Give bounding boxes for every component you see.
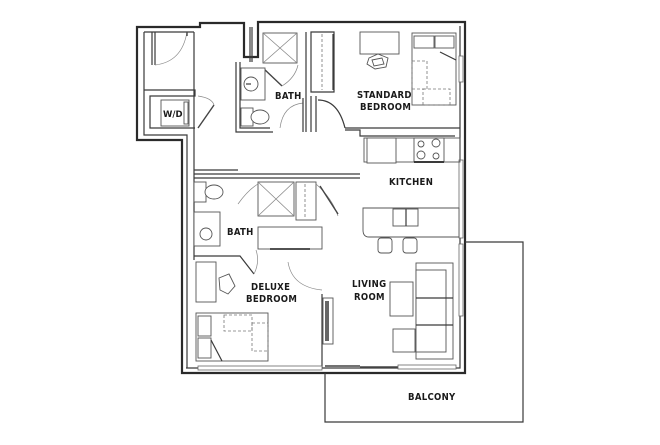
side-table bbox=[392, 328, 416, 353]
coffee-table bbox=[389, 281, 414, 317]
room-label-bath-lower: BATH bbox=[227, 227, 254, 238]
room-label-deluxe-line2: BEDROOM bbox=[246, 294, 297, 305]
toilet-lower bbox=[204, 184, 224, 200]
bar-stool-2 bbox=[402, 237, 418, 254]
room-label-balcony: BALCONY bbox=[408, 392, 456, 403]
bath-lower: BATH bbox=[193, 180, 339, 260]
room-label-standard-line1: STANDARD bbox=[357, 90, 412, 101]
deluxe-bedroom: DELUXE BEDROOM bbox=[194, 249, 323, 371]
room-label-living-line2: ROOM bbox=[354, 292, 385, 303]
wd-closet bbox=[144, 89, 215, 129]
room-label-kitchen: KITCHEN bbox=[389, 177, 433, 188]
room-label-deluxe-line1: DELUXE bbox=[251, 282, 290, 293]
room-label-standard-line2: BEDROOM bbox=[360, 102, 411, 113]
deluxe-desk bbox=[195, 261, 217, 303]
living-room: LIVING ROOM bbox=[322, 262, 457, 370]
room-label-living-line1: LIVING bbox=[352, 279, 386, 290]
toilet-top bbox=[250, 109, 270, 125]
standard-bed-closet bbox=[305, 31, 335, 132]
room-label-bath-top: BATH bbox=[275, 91, 302, 102]
windows-right bbox=[458, 55, 464, 317]
wd-closet-door[interactable] bbox=[197, 104, 215, 129]
room-label-wd: W/D bbox=[163, 110, 183, 120]
balcony-sliding-door[interactable] bbox=[325, 364, 457, 370]
kitchen: KITCHEN bbox=[362, 137, 461, 254]
deluxe-desk-chair bbox=[218, 273, 236, 295]
standard-bedroom: STANDARD BEDROOM bbox=[317, 31, 460, 137]
bath-top: BATH bbox=[240, 32, 304, 132]
refrigerator bbox=[366, 137, 397, 164]
wardrobe bbox=[257, 226, 323, 250]
balcony bbox=[324, 241, 524, 423]
std-desk bbox=[359, 31, 400, 55]
bar-stool-1 bbox=[377, 237, 393, 254]
entry-door[interactable] bbox=[151, 31, 188, 66]
